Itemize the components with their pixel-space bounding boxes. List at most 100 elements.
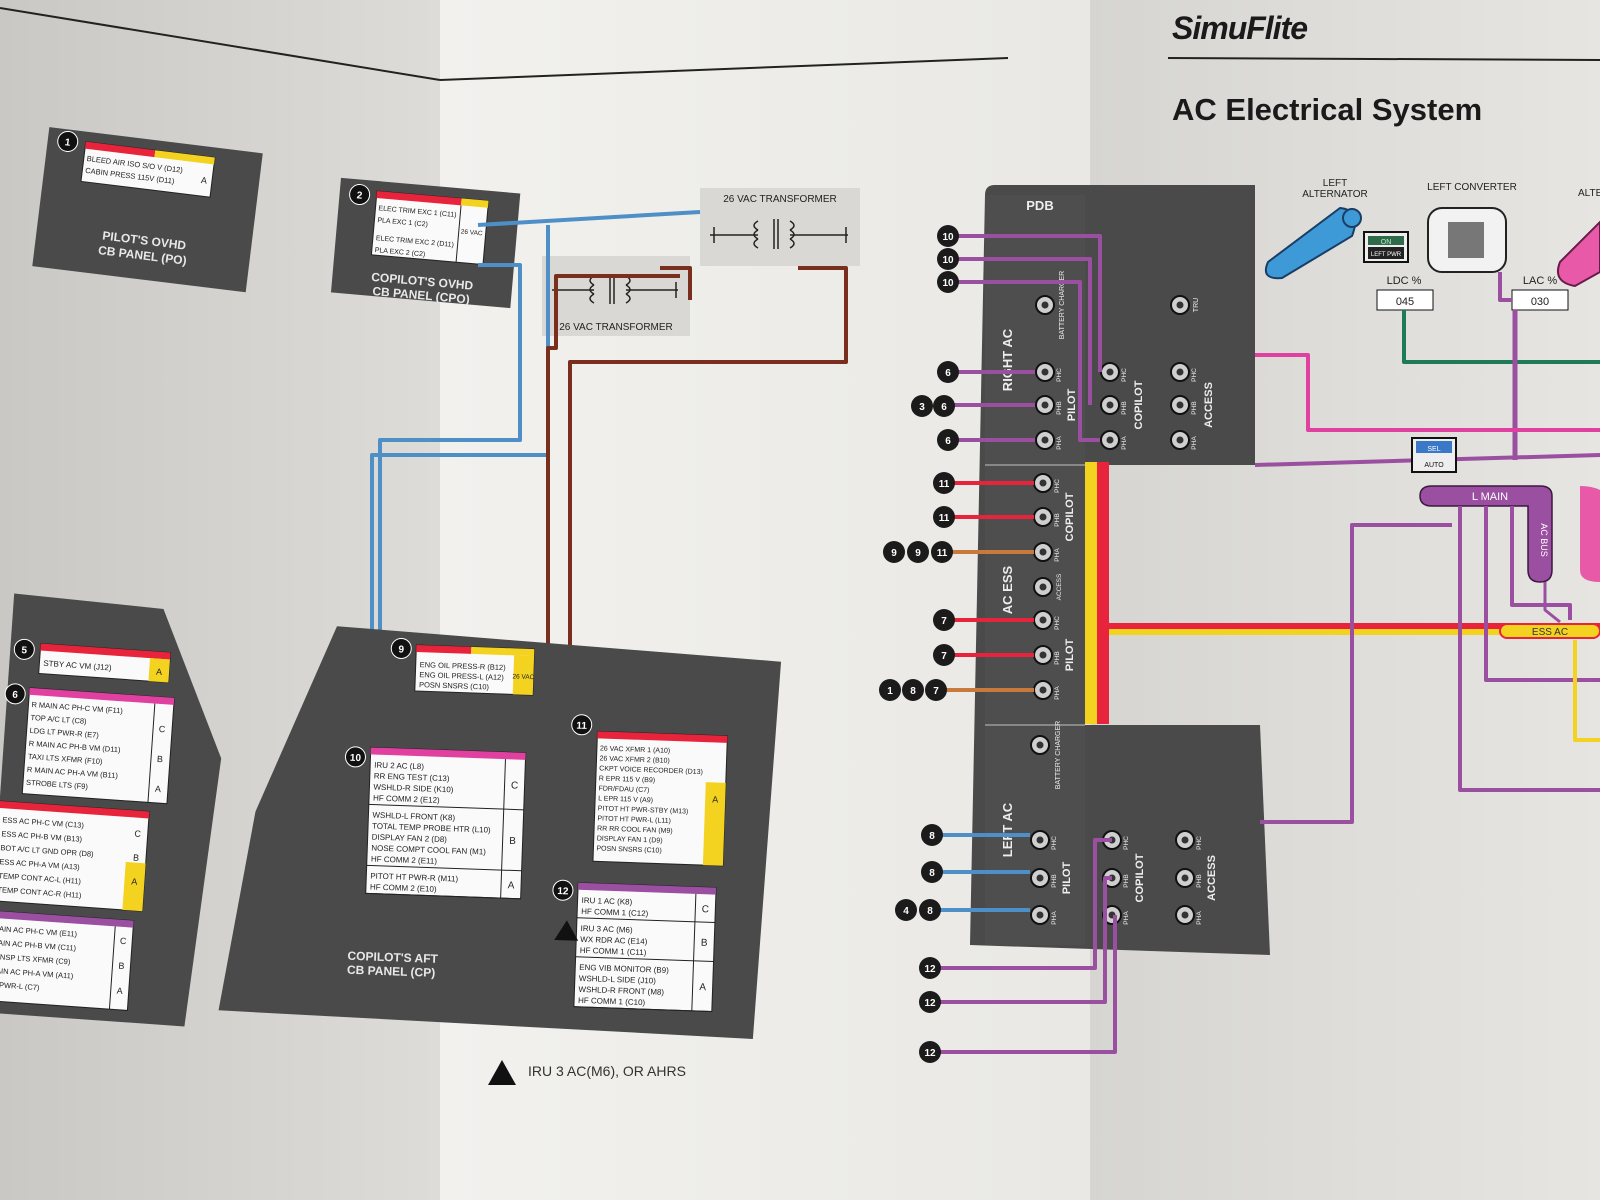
wire-marker [895, 899, 917, 921]
cb-row-text: FDR/FDAU (C7) [598, 785, 649, 794]
cb-row-text: WSHLD-L SIDE (J10) [579, 974, 657, 986]
cb-row-text: RR RR COOL FAN (M9) [597, 825, 673, 835]
panel-number-label: 6 [12, 690, 19, 701]
wire-marker-label: 11 [937, 548, 948, 559]
cb-row-text: HF COMM 1 (C10) [578, 996, 646, 1007]
purple-wire [948, 234, 1102, 372]
circuit-breaker-center [1176, 368, 1184, 376]
sel-indicator [1416, 441, 1452, 453]
cb-row-text: POSN SNSRS (C10) [596, 845, 662, 854]
coil [589, 293, 595, 304]
cb-row-text: IRU 2 AC (L8) [374, 761, 424, 772]
cb-strip [471, 646, 535, 657]
cb-row-text: WX RDR AC (E14) [580, 935, 648, 946]
cb-col-letter: A [155, 784, 162, 794]
pink-wire [1255, 353, 1600, 432]
wire-marker-label: 8 [927, 906, 933, 917]
l-main-label: L MAIN [1472, 491, 1508, 503]
wire-marker [933, 644, 955, 666]
cb-col-letter: A [156, 667, 163, 677]
blue-wire [477, 210, 701, 227]
wire-marker-label: 10 [942, 255, 954, 266]
circuit-breaker-center [1036, 874, 1044, 882]
wire-marker-label: 12 [924, 964, 936, 975]
ac-bus-label: AC BUS [1539, 523, 1549, 557]
cb-row-text: PLA EXC 2 (C2) [374, 247, 425, 258]
cb-col-letter: B [133, 852, 140, 862]
pilot-label: PILOT [1064, 639, 1076, 672]
wire-marker-label: 6 [941, 402, 947, 413]
cb-row-text: ENG OIL PRESS-R (B12) [420, 660, 507, 672]
wire-marker [919, 957, 941, 979]
transformer-26vac-top: 26 VAC TRANSFORMER [700, 188, 860, 266]
pdb-section-label: RIGHT AC [1000, 328, 1015, 391]
panel-number-label: 2 [356, 190, 363, 201]
wire-marker-label: 9 [891, 548, 897, 559]
purple-wire [1510, 506, 1572, 620]
wire-marker [919, 1041, 941, 1063]
access-label: ACCESS [1203, 382, 1215, 428]
warning-triangle-icon [554, 920, 579, 941]
wire-marker [937, 361, 959, 383]
left-alternator-icon [1264, 206, 1356, 280]
phase-label: PHA [1054, 548, 1061, 562]
phase-label: PHA [1196, 911, 1203, 925]
vac-label: 26 VAC [460, 228, 483, 237]
purple-wire [948, 257, 1092, 405]
cb-row-text: HF COMM 2 (E12) [373, 794, 440, 805]
cb-row-text: CKPT VOICE RECORDER (D13) [599, 765, 703, 776]
on-indicator [1368, 236, 1404, 245]
panel-number-label: 1 [64, 137, 71, 149]
cb-strip [597, 731, 728, 743]
phase-label: PHB [1051, 874, 1058, 887]
cb-row-text: PITOT HT PWR-R (M11) [370, 872, 458, 884]
cb-col-letter: A [116, 986, 123, 996]
cb-row-text: NOSE COMPT COOL FAN (M1) [371, 844, 486, 857]
coil [753, 238, 759, 249]
cb-row-text: STROBE LTS (F9) [26, 778, 89, 791]
phase-label: PHA [1191, 436, 1198, 450]
wire-marker-label: 6 [945, 368, 951, 379]
cb-yellow [702, 782, 726, 866]
wire-marker [911, 395, 933, 417]
ldc-label: LDC % [1387, 275, 1422, 287]
cb-col-letter: A [200, 175, 207, 186]
copilot-label: COPILOT [1064, 492, 1076, 541]
ess-feed-yellow [1109, 629, 1600, 635]
cp-panel-label: COPILOT'S AFT [347, 949, 439, 966]
page-title: AC Electrical System [1172, 92, 1483, 127]
cb-col-letter: C [159, 724, 167, 734]
auto-label: AUTO [1424, 462, 1444, 469]
panel-number-badge [13, 638, 35, 660]
cb-strip [461, 198, 489, 208]
circuit-breaker-center [1181, 911, 1189, 919]
cp-panel-label: CB PANEL (CP) [347, 963, 436, 980]
cb-col-divider [500, 870, 503, 899]
panel-number-badge [349, 184, 371, 206]
lac-label: LAC % [1523, 275, 1557, 287]
circuit-breaker-center [1036, 911, 1044, 919]
alternator-label: ALTERNATOR [1302, 189, 1368, 200]
cb-strip [40, 643, 171, 660]
circuit-breaker-center [1181, 836, 1189, 844]
cb-col-letter: A [699, 982, 706, 993]
cb-strip [416, 644, 472, 654]
cb-col-divider [503, 759, 506, 810]
cb-yellow [122, 861, 146, 912]
cb-row-text: HF COMM 1 (C11) [580, 946, 647, 957]
converter-grille [1448, 222, 1484, 258]
phase-label: PHB [1121, 401, 1128, 414]
wire-marker [937, 429, 959, 451]
alternator-label: ALTE [1578, 188, 1600, 199]
cb-col-letter: C [511, 780, 519, 791]
transformer-label: 26 VAC TRANSFORMER [723, 194, 837, 205]
phase-label: PHA [1054, 686, 1061, 700]
circuit-breaker-center [1176, 301, 1184, 309]
panel-number-badge [390, 637, 412, 659]
cb-strip [376, 191, 462, 206]
header-rule-left [0, 7, 441, 81]
circuit-breaker-center [1041, 401, 1049, 409]
left-pwr-indicator [1368, 247, 1404, 259]
cb-group-divider [366, 864, 522, 872]
